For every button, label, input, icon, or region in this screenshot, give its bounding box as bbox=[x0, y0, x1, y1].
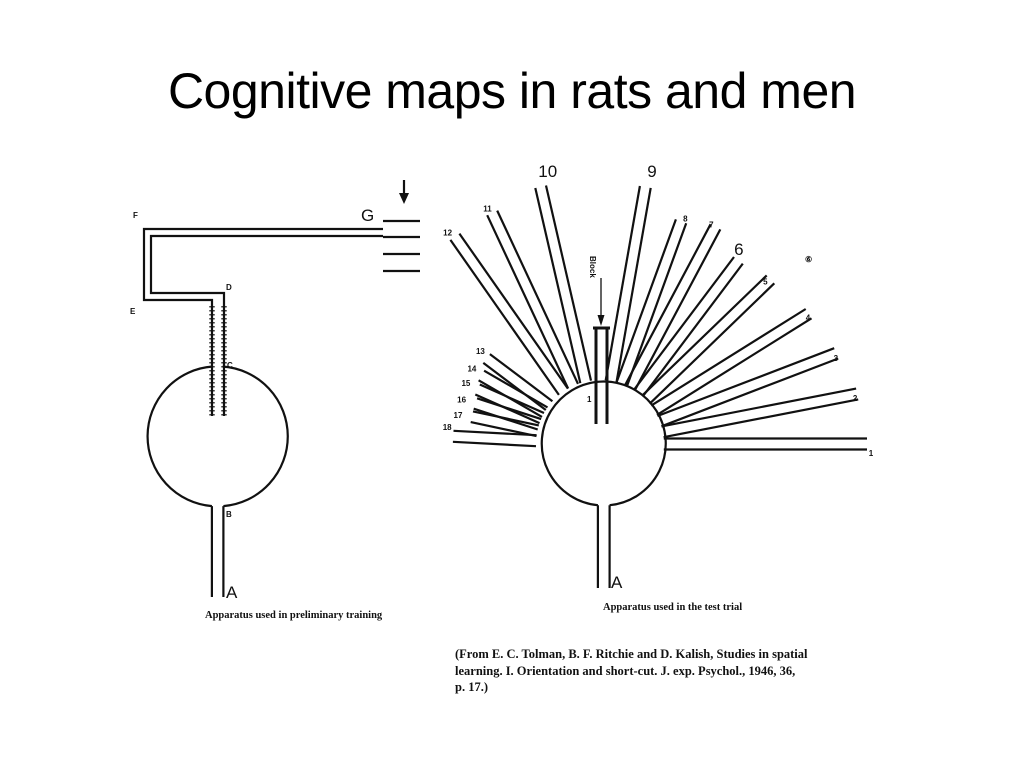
radial-path-7-edge-b bbox=[633, 228, 722, 391]
preliminary-training-apparatus bbox=[142, 180, 420, 597]
path-number-2: 2 bbox=[853, 394, 858, 403]
path-number-11: 11 bbox=[483, 204, 492, 213]
radial-path-4-edge-b bbox=[656, 317, 813, 416]
radial-path-12-edge-a bbox=[449, 239, 560, 396]
test-trial-apparatus bbox=[449, 185, 867, 588]
radial-path-10-edge-a bbox=[534, 187, 582, 384]
label-a-left: A bbox=[226, 583, 238, 602]
radial-path-8-edge-a bbox=[615, 219, 677, 383]
radial-path-5-edge-a bbox=[641, 274, 768, 397]
radial-path-11-edge-a bbox=[486, 214, 570, 389]
left-apparatus-labels: G F E D C B A Apparatus used in prelimin… bbox=[130, 206, 383, 621]
left-path-inner bbox=[149, 234, 383, 306]
left-arena-circle bbox=[146, 365, 289, 508]
radial-path-9-edge-b bbox=[615, 187, 652, 383]
radial-path-13-edge-a bbox=[482, 362, 547, 411]
radial-path-6-edge-b bbox=[641, 262, 744, 398]
radial-path-11-edge-b bbox=[496, 210, 579, 385]
radial-path-18-edge-b bbox=[453, 429, 537, 437]
path-number-1: 1 bbox=[869, 449, 874, 458]
radial-path-8-edge-b bbox=[625, 222, 688, 387]
path-number-4: 4 bbox=[806, 314, 811, 323]
path-number-12: 12 bbox=[443, 229, 452, 238]
path-number-15: 15 bbox=[461, 379, 470, 388]
path-number-6: 6 bbox=[734, 240, 743, 259]
radial-path-2-edge-b bbox=[663, 398, 859, 439]
caption-preliminary: Apparatus used in preliminary training bbox=[205, 610, 383, 621]
block-arrow-head bbox=[597, 315, 605, 326]
citation-line-3: p. 17.) bbox=[455, 680, 488, 694]
label-e: E bbox=[130, 307, 136, 316]
path-number-18: 18 bbox=[443, 423, 452, 432]
goal-arrow-head bbox=[399, 193, 409, 204]
radial-path-2-edge-a bbox=[661, 387, 857, 428]
label-d: D bbox=[226, 283, 232, 292]
radial-path-13-edge-b bbox=[489, 353, 554, 403]
citation-line-1: (From E. C. Tolman, B. F. Ritchie and D.… bbox=[455, 647, 808, 661]
citation-line-2: learning. I. Orientation and short-cut. … bbox=[455, 663, 796, 678]
radial-path-3-edge-b bbox=[661, 357, 839, 428]
radial-path-4-edge-a bbox=[650, 308, 807, 407]
path-number-14: 14 bbox=[467, 365, 476, 374]
label-g: G bbox=[361, 206, 374, 225]
caption-test-trial: Apparatus used in the test trial bbox=[603, 602, 742, 613]
radial-path-5-edge-b bbox=[648, 282, 776, 405]
label-circled-path: ⑥ bbox=[805, 255, 812, 264]
path-number-3: 3 bbox=[834, 354, 839, 363]
label-block: Block bbox=[588, 256, 597, 278]
path-number-16: 16 bbox=[457, 395, 466, 404]
label-f: F bbox=[133, 211, 138, 220]
left-path-outer bbox=[142, 227, 383, 306]
radial-path-9-edge-a bbox=[604, 185, 641, 381]
radial-path-12-edge-b bbox=[458, 232, 569, 390]
path-number-10: 10 bbox=[538, 162, 557, 181]
label-a-right: A bbox=[611, 573, 623, 592]
path-number-7: 7 bbox=[709, 220, 714, 229]
label-b: B bbox=[226, 510, 232, 519]
page-title: Cognitive maps in rats and men bbox=[167, 63, 857, 119]
label-center-1: 1 bbox=[587, 395, 592, 404]
radial-path-18-edge-a bbox=[452, 440, 537, 448]
radiating-paths bbox=[449, 185, 867, 451]
radial-path-16-edge-b bbox=[476, 397, 542, 421]
radial-path-6-edge-a bbox=[633, 256, 735, 391]
right-arena-circle bbox=[540, 380, 667, 507]
radial-path-14-edge-b bbox=[483, 369, 549, 409]
left-alley-hatching bbox=[209, 306, 227, 416]
citation: (From E. C. Tolman, B. F. Ritchie and D.… bbox=[455, 646, 880, 696]
path-number-8: 8 bbox=[683, 215, 688, 224]
path-number-13: 13 bbox=[476, 347, 485, 356]
radial-path-3-edge-a bbox=[657, 347, 835, 418]
path-number-9: 9 bbox=[647, 162, 656, 181]
path-number-5: 5 bbox=[763, 278, 768, 287]
path-number-17: 17 bbox=[454, 411, 463, 420]
label-c: C bbox=[227, 361, 233, 370]
radial-path-7-edge-a bbox=[624, 223, 712, 386]
radial-path-17-edge-b bbox=[472, 410, 540, 427]
radial-path-10-edge-b bbox=[544, 185, 593, 381]
radial-path-15-edge-b bbox=[479, 383, 545, 415]
